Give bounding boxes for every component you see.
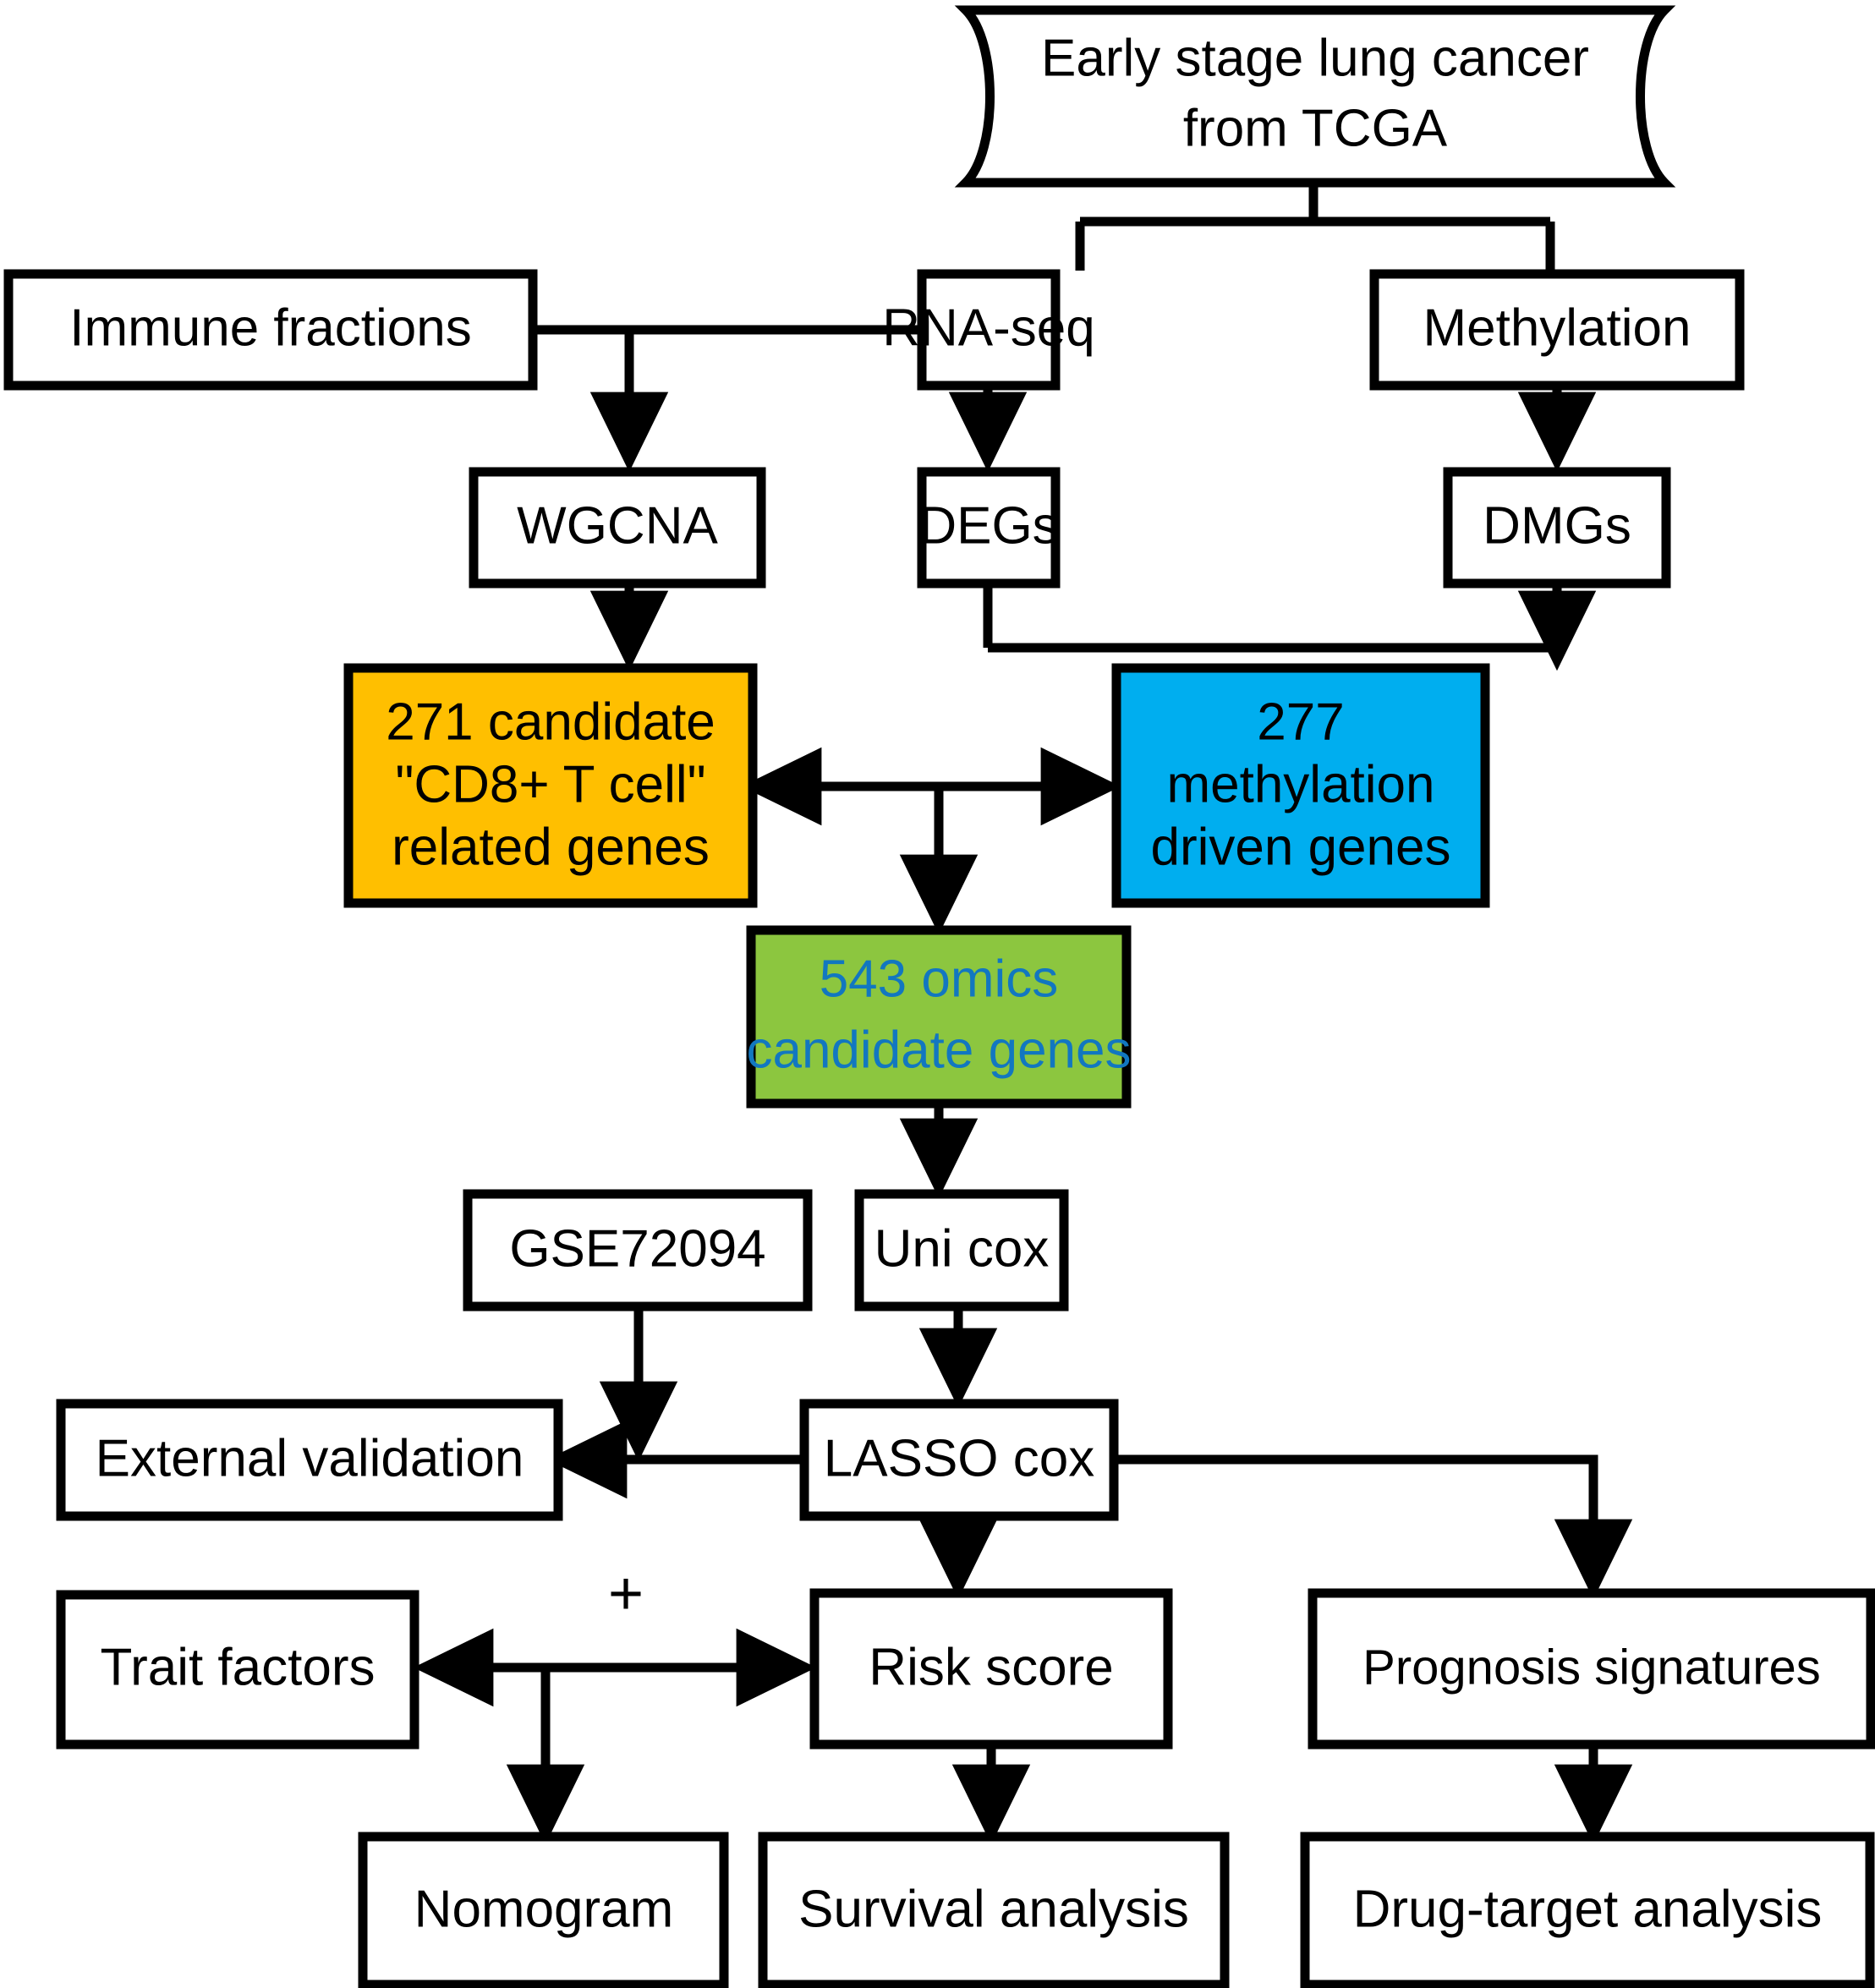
node-survival-analysis[interactable]: Survival analysis — [758, 1832, 1230, 1988]
rna-seq-label: RNA-seq — [882, 298, 1095, 357]
drug-target-analysis-label: Drug-target analysis — [1353, 1880, 1823, 1938]
node-nomogram[interactable]: Nomogram — [358, 1832, 729, 1988]
nomogram-label: Nomogram — [414, 1880, 674, 1938]
node-gse72094[interactable]: GSE72094 — [463, 1189, 813, 1312]
node-lasso-cox[interactable]: LASSO cox — [799, 1399, 1119, 1521]
prognosis-signatures-box — [1308, 1588, 1875, 1750]
methylation-driven-line3: driven genes — [1150, 818, 1450, 876]
edge-source-to-bus — [1075, 182, 1550, 271]
uni-cox-label: Uni cox — [874, 1219, 1050, 1278]
omics-candidate-box — [746, 925, 1132, 1109]
dmgs-box — [1443, 467, 1671, 589]
wgcna-box — [469, 467, 766, 589]
plus-annotation: + — [608, 1560, 644, 1628]
dmgs-label: DMGs — [1483, 496, 1631, 555]
node-methylation[interactable]: Methylation — [1369, 269, 1745, 391]
edges-layer — [413, 182, 1633, 1845]
survival-analysis-box — [758, 1832, 1230, 1988]
node-external-validation[interactable]: External validation — [56, 1399, 563, 1521]
node-wgcna[interactable]: WGCNA — [469, 467, 766, 589]
node-candidate-genes[interactable]: 271 candidate "CD8+ T cell" related gene… — [343, 663, 758, 908]
node-dmgs[interactable]: DMGs — [1443, 467, 1671, 589]
trait-factors-label: Trait factors — [101, 1638, 376, 1696]
prognosis-signatures-label: Prognosis signatures — [1362, 1640, 1821, 1695]
node-immune-fractions[interactable]: Immune fractions — [3, 269, 538, 391]
degs-label: DEGs — [918, 496, 1058, 555]
omics-candidate-line1: 543 omics — [820, 950, 1059, 1008]
methylation-label: Methylation — [1423, 298, 1691, 357]
rna-seq-box — [917, 269, 1061, 391]
wgcna-label: WGCNA — [517, 496, 718, 555]
methylation-driven-line1: 277 — [1257, 693, 1344, 751]
source-line2: from TCGA — [1183, 99, 1448, 157]
node-methylation-driven-genes[interactable]: 277 methylation driven genes — [1111, 663, 1490, 908]
immune-fractions-box — [3, 269, 538, 391]
node-drug-target-analysis[interactable]: Drug-target analysis — [1300, 1832, 1875, 1988]
methylation-driven-line2: methylation — [1166, 755, 1434, 813]
edge-lasso-to-prognosis — [1057, 1454, 1598, 1547]
drug-target-analysis-box — [1300, 1832, 1875, 1988]
lasso-cox-label: LASSO cox — [824, 1429, 1094, 1487]
node-prognosis-signatures[interactable]: Prognosis signatures — [1308, 1588, 1875, 1750]
node-risk-score[interactable]: Risk score — [809, 1588, 1173, 1750]
cylinder-body — [954, 5, 1676, 188]
node-trait-factors[interactable]: Trait factors — [56, 1590, 419, 1750]
candidate-genes-box — [343, 663, 758, 908]
node-omics-candidate-genes[interactable]: 543 omics candidate genes — [746, 925, 1132, 1109]
survival-analysis-label: Survival analysis — [798, 1880, 1189, 1938]
external-validation-box — [56, 1399, 563, 1521]
candidate-genes-line2: "CD8+ T cell" — [395, 755, 705, 813]
source-line1: Early stage lung cancer — [1041, 29, 1589, 87]
gse72094-box — [463, 1189, 813, 1312]
node-source-cylinder[interactable]: Early stage lung cancer from TCGA — [954, 5, 1676, 188]
trait-factors-box — [56, 1590, 419, 1750]
methylation-driven-box — [1111, 663, 1490, 908]
edge-degs-dmgs-merge — [983, 583, 1557, 653]
degs-box — [917, 467, 1061, 589]
immune-fractions-label: Immune fractions — [69, 298, 472, 357]
node-uni-cox[interactable]: Uni cox — [854, 1189, 1069, 1312]
node-degs[interactable]: DEGs — [917, 467, 1061, 589]
methylation-box — [1369, 269, 1745, 391]
candidate-genes-line3: related genes — [392, 818, 710, 876]
candidate-genes-line1: 271 candidate — [386, 693, 715, 751]
node-rna-seq[interactable]: RNA-seq — [882, 269, 1095, 391]
omics-candidate-line2: candidate genes — [746, 1021, 1131, 1079]
lasso-cox-box — [799, 1399, 1119, 1521]
risk-score-box — [809, 1588, 1173, 1750]
gse72094-label: GSE72094 — [509, 1219, 765, 1278]
uni-cox-box — [854, 1189, 1069, 1312]
external-validation-label: External validation — [96, 1429, 524, 1487]
risk-score-label: Risk score — [869, 1638, 1113, 1696]
nomogram-box — [358, 1832, 729, 1988]
